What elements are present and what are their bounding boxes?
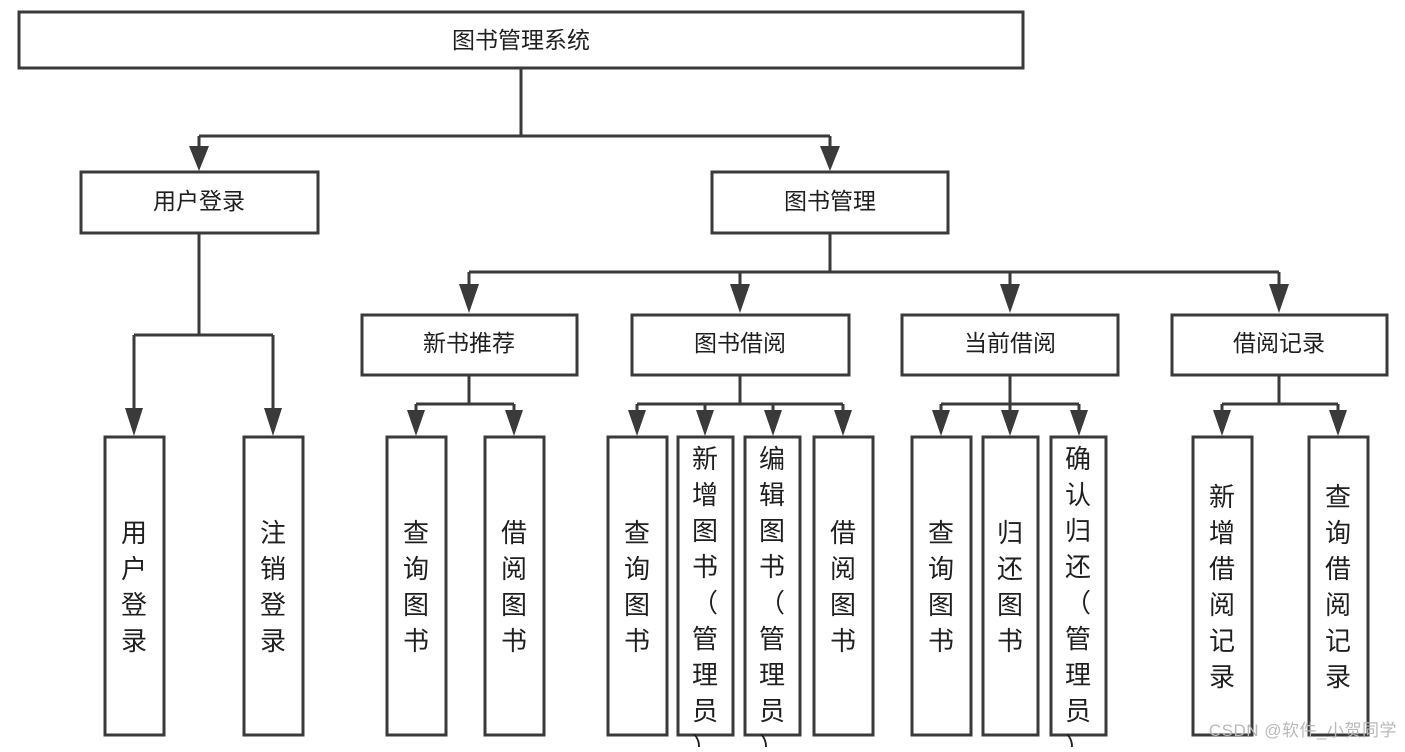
node-leaf-return-book[interactable]: 归还图书 — [981, 435, 1040, 737]
node-book-borrow[interactable]: 图书借阅 — [630, 313, 851, 377]
connector-newbook-to-leaves — [407, 375, 523, 436]
node-leaf-add-book[interactable]: 新增图书（管理员） — [676, 435, 735, 752]
node-book-borrow-label: 图书借阅 — [694, 330, 786, 356]
node-current-borrow-label: 当前借阅 — [964, 330, 1056, 356]
node-leaf-add-book-label: 新增图书（管理员） — [692, 444, 718, 747]
node-current-borrow-box[interactable] — [900, 313, 1120, 377]
node-leaf-borrow-book-2-label: 借阅图书 — [830, 518, 856, 656]
node-leaf-confirm-return-label: 确认归还（管理员） — [1065, 444, 1091, 747]
node-leaf-query-record-box[interactable] — [1307, 435, 1370, 737]
node-leaf-borrow-book-1-label: 借阅图书 — [501, 518, 527, 656]
node-leaf-borrow-book-1[interactable]: 借阅图书 — [483, 435, 546, 737]
node-leaf-query-book-2-label: 查询图书 — [624, 518, 650, 656]
node-leaf-borrow-book-2[interactable]: 借阅图书 — [812, 435, 875, 737]
connector-bookmgmt-to-level2 — [459, 233, 1289, 313]
node-leaf-query-record[interactable]: 查询借阅记录 — [1307, 435, 1370, 737]
node-leaf-add-book-box[interactable] — [676, 435, 735, 737]
node-leaf-query-book-1-label: 查询图书 — [403, 518, 429, 656]
node-leaf-query-book-1-box[interactable] — [385, 435, 448, 737]
node-leaf-confirm-return[interactable]: 确认归还（管理员） — [1049, 435, 1108, 752]
connector-root-to-level1 — [189, 68, 840, 171]
node-borrow-record-label: 借阅记录 — [1233, 330, 1325, 356]
node-root[interactable]: 图书管理系统 — [17, 10, 1025, 70]
node-leaf-edit-book-label: 编辑图书（管理员） — [759, 444, 785, 747]
node-new-book-recommend[interactable]: 新书推荐 — [360, 313, 579, 377]
node-leaf-logout-login-label: 注销登录 — [260, 518, 286, 656]
node-book-management[interactable]: 图书管理 — [710, 170, 950, 235]
node-user-login[interactable]: 用户登录 — [79, 170, 320, 235]
node-leaf-user-login-box[interactable] — [103, 435, 166, 737]
node-leaf-edit-book-box[interactable] — [743, 435, 802, 737]
node-borrow-record-box[interactable] — [1170, 313, 1389, 377]
node-leaf-query-book-2[interactable]: 查询图书 — [606, 435, 669, 737]
node-leaf-add-record-label: 新增借阅记录 — [1209, 482, 1235, 692]
node-leaf-return-book-box[interactable] — [981, 435, 1040, 737]
node-leaf-query-book-1[interactable]: 查询图书 — [385, 435, 448, 737]
connector-bookborrow-to-leaves — [628, 375, 852, 436]
node-leaf-logout-login-box[interactable] — [242, 435, 305, 737]
node-leaf-borrow-book-2-box[interactable] — [812, 435, 875, 737]
node-book-management-box[interactable] — [710, 170, 950, 235]
node-leaf-query-book-3-box[interactable] — [910, 435, 973, 737]
node-leaf-add-record-box[interactable] — [1191, 435, 1254, 737]
connector-currentborrow-to-leaves — [932, 375, 1088, 436]
node-borrow-record[interactable]: 借阅记录 — [1170, 313, 1389, 377]
node-leaf-add-record[interactable]: 新增借阅记录 — [1191, 435, 1254, 737]
node-root-box[interactable] — [17, 10, 1025, 70]
node-current-borrow[interactable]: 当前借阅 — [900, 313, 1120, 377]
csdn-watermark: CSDN @软件_小贺同学 — [1208, 721, 1397, 740]
connector-borrowrecord-to-leaves — [1213, 375, 1347, 436]
node-leaf-query-book-2-box[interactable] — [606, 435, 669, 737]
node-leaf-query-record-label: 查询借阅记录 — [1325, 482, 1351, 692]
connector-userlogin-to-leaves — [125, 233, 282, 436]
node-leaf-query-book-3-label: 查询图书 — [928, 518, 954, 656]
node-new-book-recommend-label: 新书推荐 — [423, 330, 515, 356]
node-leaf-user-login[interactable]: 用户登录 — [103, 435, 166, 737]
node-user-login-label: 用户登录 — [153, 188, 245, 214]
node-leaf-user-login-label: 用户登录 — [121, 518, 147, 656]
node-user-login-box[interactable] — [79, 170, 320, 235]
node-new-book-recommend-box[interactable] — [360, 313, 579, 377]
node-book-borrow-box[interactable] — [630, 313, 851, 377]
node-leaf-return-book-label: 归还图书 — [997, 518, 1023, 656]
node-leaf-edit-book[interactable]: 编辑图书（管理员） — [743, 435, 802, 752]
node-leaf-confirm-return-box[interactable] — [1049, 435, 1108, 737]
node-leaf-logout-login[interactable]: 注销登录 — [242, 435, 305, 737]
node-leaf-query-book-3[interactable]: 查询图书 — [910, 435, 973, 737]
node-book-management-label: 图书管理 — [784, 188, 876, 214]
node-root-label: 图书管理系统 — [452, 27, 590, 53]
node-leaf-borrow-book-1-box[interactable] — [483, 435, 546, 737]
